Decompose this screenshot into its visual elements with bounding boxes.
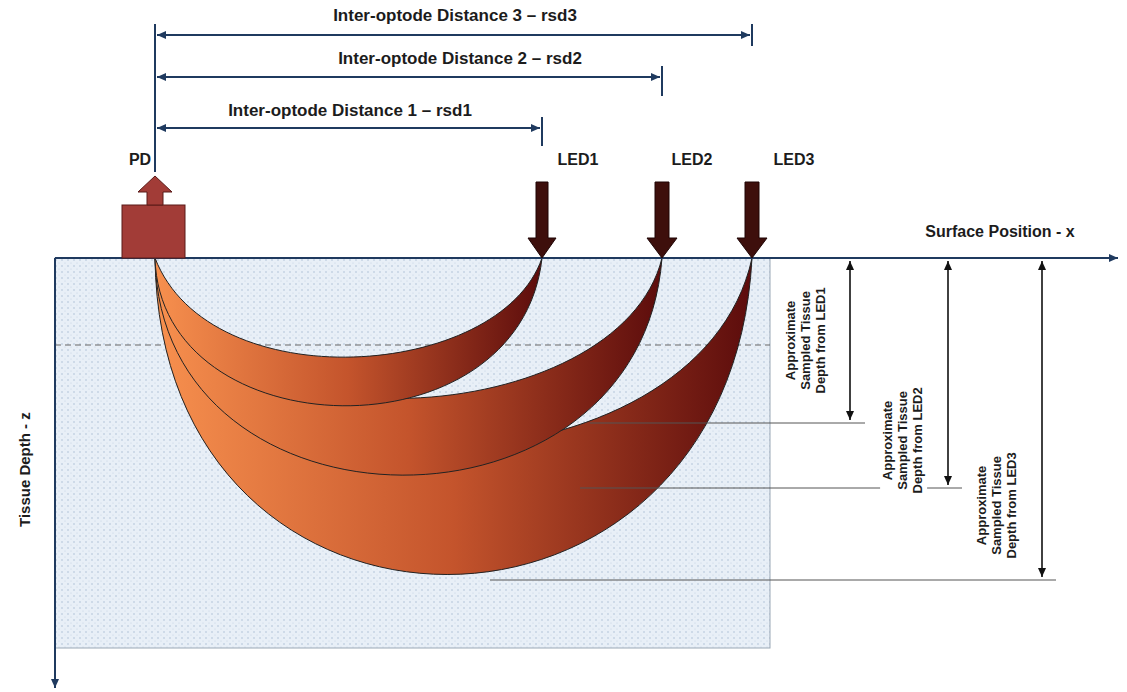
depth-label: Approximate Sampled Tissue Depth from LE… [880,376,927,505]
depth-label: Approximate Sampled Tissue Depth from LE… [783,276,830,405]
depth-label: Approximate Sampled Tissue Depth from LE… [974,441,1021,570]
x-axis [55,257,1118,259]
optode-label: PD [129,151,151,169]
photodetector [122,176,185,258]
optode-label: LED3 [774,151,815,169]
dimension-label: Inter-optode Distance 3 – rsd3 [333,6,577,26]
optode-label: LED1 [558,151,599,169]
axis-label: Surface Position - x [925,223,1074,241]
dimension-label: Inter-optode Distance 1 – rsd1 [228,101,472,121]
dimension-lines [155,24,752,172]
optode-label: LED2 [672,151,713,169]
photon-path [155,258,752,575]
photon-path [155,258,542,406]
led-arrows [528,182,767,258]
tissue-block [55,258,770,648]
z-axis [54,258,56,688]
depth-guides [490,423,1056,580]
photon-path [155,258,662,475]
dimension-label: Inter-optode Distance 2 – rsd2 [338,49,582,69]
layer-boundary [55,344,770,345]
depth-arrows [850,261,1042,577]
axis-label: Tissue Depth - z [14,411,33,530]
